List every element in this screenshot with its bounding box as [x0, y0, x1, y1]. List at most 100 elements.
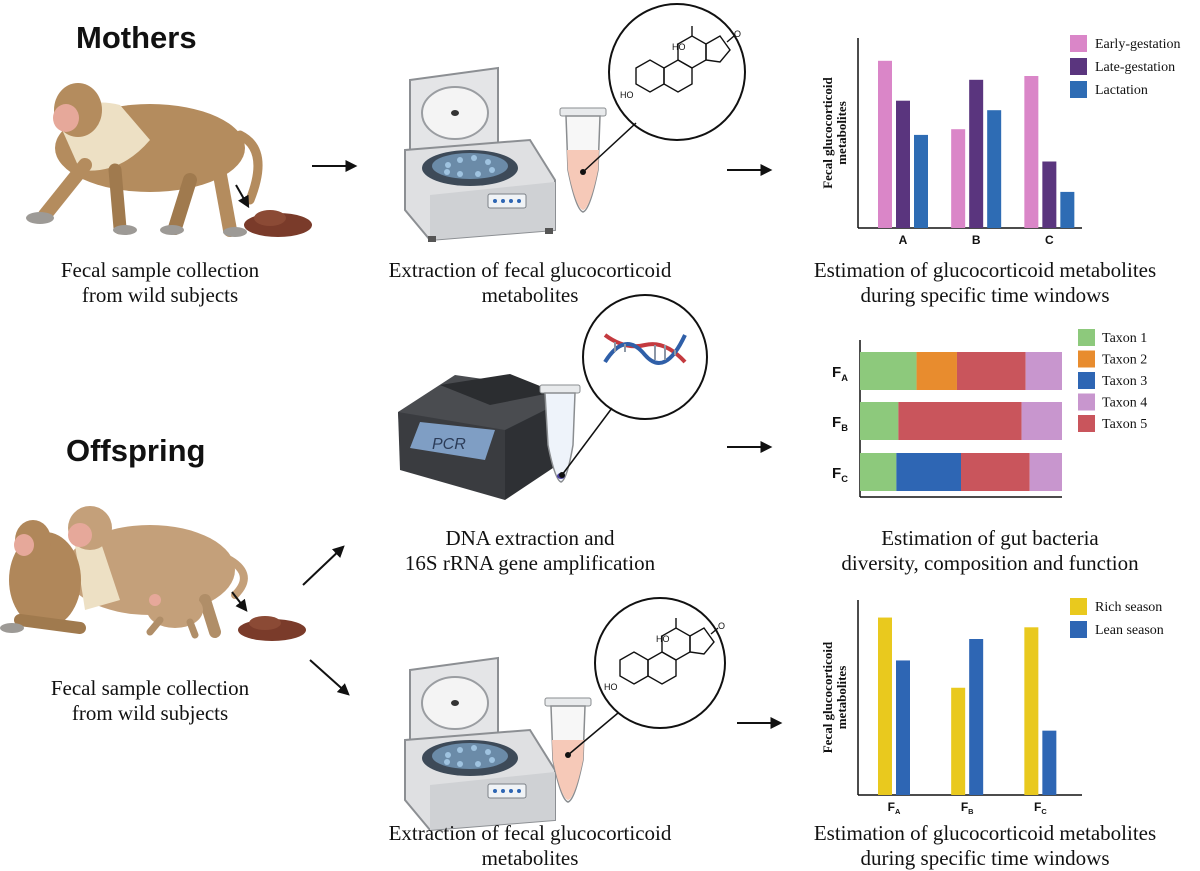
caption-line: diversity, composition and function [841, 551, 1139, 575]
steroid-molecule-zoom: HO HO O [580, 3, 746, 175]
bar-lean-season [1042, 730, 1057, 795]
bar-late-gestation [896, 100, 910, 228]
molecule-ketone-label-2: O [718, 621, 725, 631]
caption-line: Estimation of glucocorticoid metabolites [813, 821, 1157, 845]
caption-offspring-extraction: Extraction of fecal glucocorticoid metab… [340, 821, 720, 871]
legend-swatch [1070, 81, 1087, 98]
caption-mothers-collection: Fecal sample collection from wild subjec… [10, 258, 310, 308]
bar-rich-season [878, 617, 892, 795]
x-tick-label: FB [961, 800, 974, 816]
caption-line: metabolites [481, 846, 579, 870]
legend-label: Taxon 2 [1102, 353, 1147, 368]
x-tick-label: FA [888, 800, 901, 816]
caption-line: 16S rRNA gene amplification [404, 551, 656, 575]
segment-taxon-1 [860, 402, 899, 440]
bar-lactation [1060, 191, 1075, 228]
legend-swatch [1078, 350, 1095, 368]
bar-rich-season [1024, 627, 1039, 795]
legend-label: Early-gestation [1095, 37, 1181, 52]
segment-taxon-4 [1021, 402, 1062, 440]
feces-pile-icon [244, 210, 312, 237]
y-axis-label: Fecal glucocorticoidmetabolites [820, 76, 849, 188]
y-tick-label: FC [832, 465, 848, 484]
caption-line: Fecal sample collection [50, 676, 250, 700]
legend-label: Rich season [1095, 600, 1162, 615]
molecule-hydroxyl-label: HO [672, 42, 686, 52]
caption-line: from wild subjects [81, 283, 239, 307]
caption-line: Extraction of fecal glucocorticoid [388, 258, 672, 282]
legend-label: Taxon 4 [1102, 396, 1147, 411]
legend-label: Taxon 1 [1102, 331, 1147, 346]
segment-taxon-1 [860, 453, 897, 491]
legend-swatch [1078, 329, 1095, 346]
segment-taxon-1 [860, 352, 917, 390]
centrifuge-illustration-2 [404, 656, 556, 832]
offspring-heading: Offspring [66, 433, 206, 468]
legend-label: Lean season [1095, 623, 1164, 638]
bar-rich-season [951, 687, 966, 795]
caption-mothers-estimation: Estimation of glucocorticoid metabolites… [770, 258, 1200, 308]
caption-line: Estimation of glucocorticoid metabolites [813, 258, 1157, 282]
bar-lactation [914, 134, 928, 228]
legend-swatch [1070, 58, 1087, 75]
legend-swatch [1070, 621, 1087, 638]
bar-lean-season [896, 660, 910, 795]
microtube-icon-2 [539, 384, 581, 483]
pcr-machine-illustration: PCR [398, 374, 565, 500]
caption-line: during specific time windows [860, 283, 1110, 307]
y-tick-label: FB [832, 414, 848, 433]
caption-line: DNA extraction and [445, 526, 615, 550]
steroid-molecule-zoom-2: HO HO O [565, 597, 726, 758]
chart-offspring-glucocorticoid: FA FB FC Fecal glucocorticoidmetabolites Ric… [820, 598, 1164, 816]
legend-swatch [1070, 35, 1087, 52]
chart-mothers-glucocorticoid: A B C Fecal glucocorticoidmetabolites Early-… [820, 35, 1181, 247]
legend-swatch [1078, 393, 1095, 411]
segment-taxon-5 [961, 453, 1030, 491]
segment-taxon-3 [896, 453, 961, 491]
caption-gut-estimation: Estimation of gut bacteria diversity, co… [790, 526, 1190, 576]
molecule-hydroxyl-label-3: HO [656, 634, 670, 644]
legend-swatch [1078, 415, 1095, 432]
bar-late-gestation [1042, 161, 1057, 228]
caption-mothers-extraction: Extraction of fecal glucocorticoid metab… [340, 258, 720, 308]
offspring-monkeys-illustration [0, 506, 248, 639]
centrifuge-illustration [404, 66, 556, 242]
mothers-heading: Mothers [76, 20, 197, 55]
bar-early-gestation [951, 129, 966, 228]
segment-taxon-4 [1025, 352, 1062, 390]
caption-line: metabolites [481, 283, 579, 307]
x-tick-label: B [972, 233, 981, 247]
pcr-screen-label: PCR [432, 436, 466, 453]
bar-lactation [987, 110, 1002, 228]
legend-label: Late-gestation [1095, 60, 1175, 75]
x-tick-label: C [1045, 233, 1054, 247]
dna-helix-zoom [559, 294, 708, 478]
caption-dna-extraction: DNA extraction and 16S rRNA gene amplifi… [355, 526, 705, 576]
bar-late-gestation [969, 79, 984, 228]
molecule-hydroxyl-label-2: HO [620, 90, 634, 100]
legend-label: Taxon 5 [1102, 417, 1147, 432]
y-tick-label: FA [832, 364, 848, 383]
molecule-ketone-label: O [734, 29, 741, 39]
x-tick-label: A [899, 233, 908, 247]
caption-line: Extraction of fecal glucocorticoid [388, 821, 672, 845]
microtube-icon [559, 107, 607, 213]
bar-early-gestation [878, 60, 892, 228]
bar-early-gestation [1024, 76, 1039, 228]
segment-taxon-4 [1029, 453, 1062, 491]
caption-offspring-estimation: Estimation of glucocorticoid metabolites… [770, 821, 1200, 871]
feces-pile-icon-2 [238, 616, 306, 641]
legend-swatch [1070, 598, 1087, 615]
caption-line: Fecal sample collection [60, 258, 260, 282]
microtube-icon-3 [544, 697, 592, 803]
y-axis-label: Fecal glucocorticoidmetabolites [820, 641, 849, 753]
segment-taxon-2 [916, 352, 957, 390]
segment-taxon-5 [898, 402, 1022, 440]
x-tick-label: FC [1034, 800, 1047, 816]
caption-offspring-collection: Fecal sample collection from wild subjec… [0, 676, 300, 726]
segment-taxon-5 [956, 352, 1026, 390]
legend-label: Lactation [1095, 83, 1148, 98]
molecule-hydroxyl-label-4: HO [604, 682, 618, 692]
